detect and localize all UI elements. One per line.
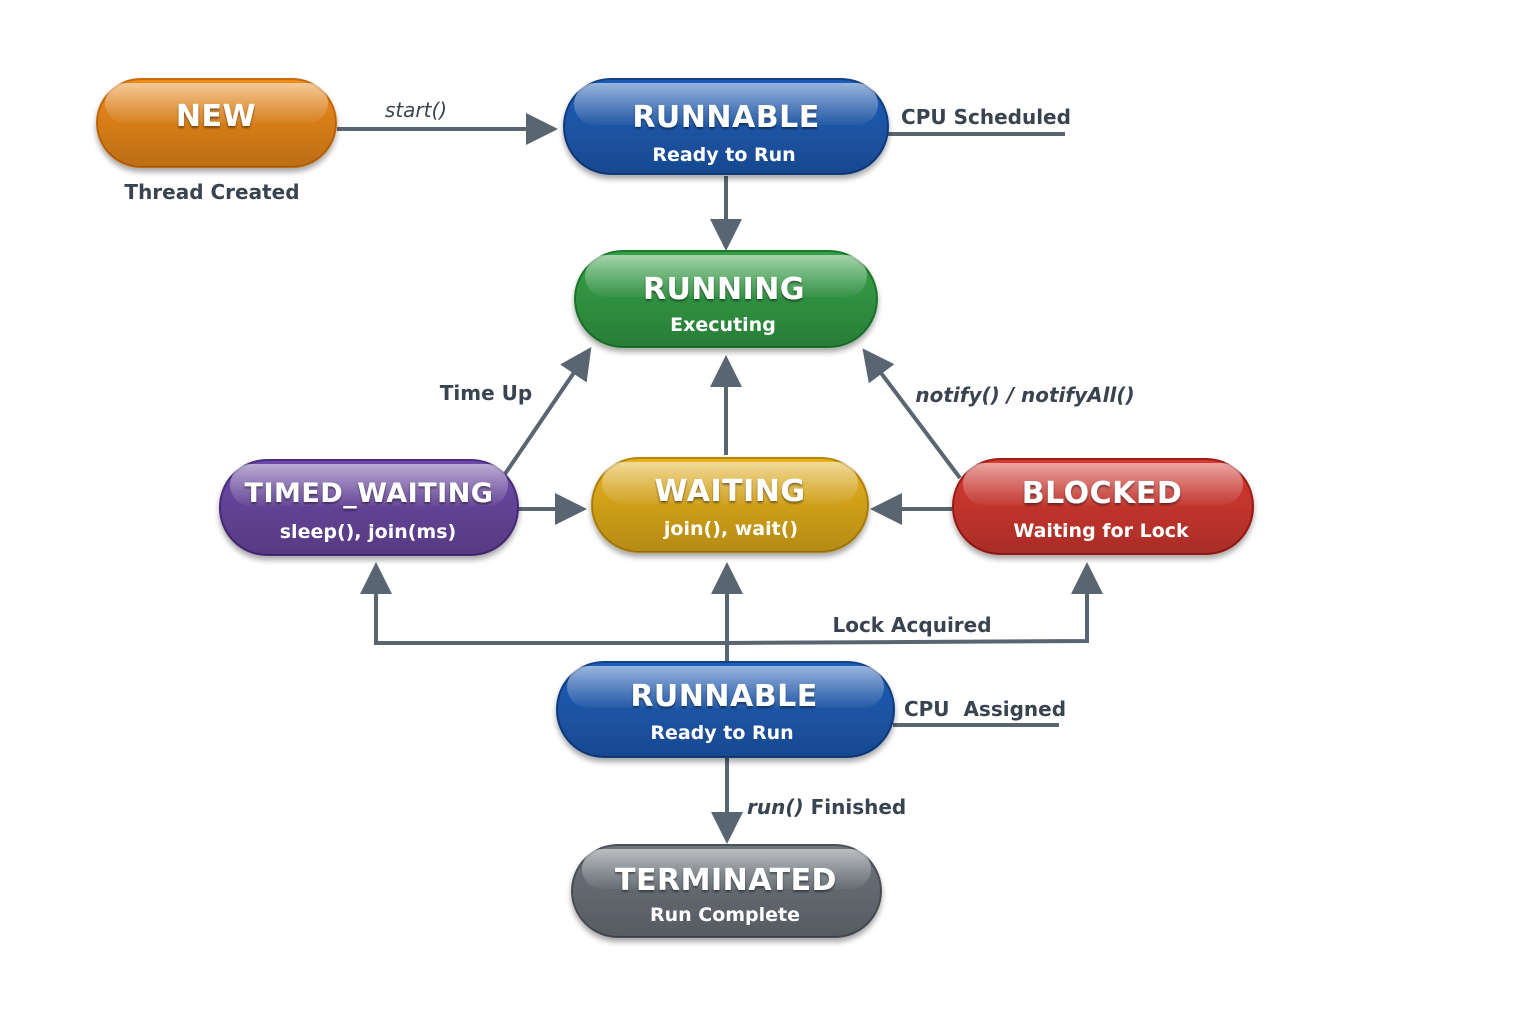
state-terminated-subtitle: Run Complete <box>650 904 800 926</box>
state-runnable-bottom-subtitle: Ready to Run <box>650 722 793 744</box>
state-new-shade <box>97 79 336 167</box>
label-run-finished: run() Finished <box>747 795 906 819</box>
state-timed-waiting <box>219 459 519 556</box>
label-cpu-scheduled: CPU Scheduled <box>901 105 1071 129</box>
state-terminated-name: TERMINATED <box>615 863 837 898</box>
state-blocked-name: BLOCKED <box>1022 476 1183 511</box>
label-time-up: Time Up <box>440 381 532 405</box>
state-terminated-shade <box>572 845 881 937</box>
label-notify: notify() / notifyAll() <box>915 383 1134 407</box>
state-runnable-top-name: RUNNABLE <box>632 100 819 135</box>
state-waiting-name: WAITING <box>655 474 806 509</box>
state-runnable-top <box>563 78 889 175</box>
arrow-timed-waiting-to-running <box>503 347 592 476</box>
state-blocked <box>952 458 1254 555</box>
label-start: start() <box>385 98 447 122</box>
state-runnable-bottom-shade <box>557 662 894 757</box>
state-runnable-bottom-name: RUNNABLE <box>630 679 817 714</box>
state-timed-waiting-subtitle: sleep(), join(ms) <box>280 521 456 543</box>
state-timed-waiting-name: TIMED_WAITING <box>245 478 494 509</box>
state-runnable-bottom <box>556 661 895 758</box>
label-cpu-assigned: CPU Assigned <box>904 697 1066 721</box>
state-running-name: RUNNING <box>643 272 805 307</box>
state-blocked-subtitle: Waiting for Lock <box>1013 520 1189 542</box>
state-new-name: NEW <box>176 99 256 134</box>
state-timed-waiting-shade <box>220 460 518 555</box>
state-new-caption: Thread Created <box>124 180 299 204</box>
arrow-lock-to-timed-waiting <box>360 562 727 645</box>
state-running-shade <box>575 251 877 347</box>
arrow-blocked-to-running <box>862 348 962 480</box>
label-lock-acquired: Lock Acquired <box>832 613 991 637</box>
state-blocked-shade <box>953 459 1253 554</box>
arrow-lock-to-blocked <box>726 562 1103 645</box>
state-runnable-top-shade <box>564 79 888 174</box>
state-terminated <box>571 844 882 938</box>
state-new <box>96 78 337 168</box>
state-running <box>574 250 878 348</box>
state-waiting-subtitle: join(), wait() <box>663 518 798 540</box>
state-runnable-top-subtitle: Ready to Run <box>652 144 795 166</box>
state-waiting <box>591 457 869 553</box>
label-run-finished-text: Finished <box>804 795 907 819</box>
state-waiting-shade <box>592 458 868 552</box>
label-run-finished-code: run() <box>747 795 804 819</box>
connectors <box>337 113 1103 844</box>
state-running-subtitle: Executing <box>670 314 776 336</box>
